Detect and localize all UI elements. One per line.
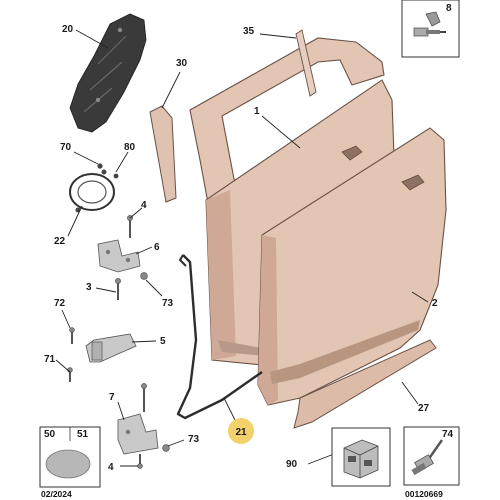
callout-70: 70 bbox=[60, 142, 72, 153]
inset-8-label: 8 bbox=[446, 3, 452, 14]
bolt-72 bbox=[69, 327, 75, 344]
adhesive-pad-icon bbox=[45, 449, 91, 479]
leader-lines bbox=[55, 29, 429, 467]
callout-4-lower: 4 bbox=[108, 462, 114, 473]
inset-box-90 bbox=[331, 427, 391, 487]
upper-hinge bbox=[97, 239, 141, 273]
inset-50-label: 50 bbox=[44, 429, 56, 440]
callout-labels: 35 1 2 27 30 20 70 80 22 4 6 3 73 72 5 7… bbox=[44, 24, 438, 473]
bolt-71 bbox=[67, 367, 73, 382]
connector-block-icon bbox=[343, 439, 379, 479]
footer-reference: 00120669 bbox=[405, 489, 443, 499]
callout-7: 7 bbox=[109, 392, 115, 403]
callout-22: 22 bbox=[54, 236, 66, 247]
bolt-4-lower bbox=[137, 454, 143, 469]
callout-27: 27 bbox=[418, 403, 430, 414]
callout-1: 1 bbox=[254, 106, 260, 117]
callout-35: 35 bbox=[243, 26, 255, 37]
pillar-trim bbox=[149, 105, 177, 203]
inset-box-50-51: 50 51 bbox=[39, 426, 101, 488]
callout-30: 30 bbox=[176, 58, 188, 69]
nut-73-upper bbox=[140, 272, 148, 280]
callout-20: 20 bbox=[62, 24, 74, 35]
callout-2: 2 bbox=[432, 298, 438, 309]
callout-73-upper: 73 bbox=[162, 298, 174, 309]
clip-70 bbox=[97, 163, 103, 169]
bolt-3 bbox=[115, 278, 121, 300]
callout-72: 72 bbox=[54, 298, 66, 309]
nut-73-lower bbox=[162, 444, 170, 452]
inset-74-label: 74 bbox=[442, 429, 454, 440]
speaker-ring bbox=[69, 169, 115, 213]
window-channel-strip bbox=[295, 29, 317, 97]
callout-4-upper: 4 bbox=[141, 200, 147, 211]
rivet-stud-icon bbox=[411, 439, 443, 476]
bolt-4-upper bbox=[127, 215, 133, 238]
footer-date: 02/2024 bbox=[41, 489, 72, 499]
window-regulator-module bbox=[69, 13, 147, 133]
callout-71: 71 bbox=[44, 354, 56, 365]
callout-3: 3 bbox=[86, 282, 92, 293]
callout-73-lower: 73 bbox=[188, 434, 200, 445]
sill-moulding bbox=[293, 339, 437, 429]
clip-80 bbox=[113, 173, 119, 179]
callout-21: 21 bbox=[235, 427, 247, 438]
lower-hinge bbox=[117, 413, 159, 455]
clip-fastener-icon bbox=[413, 11, 446, 37]
door-check-strap bbox=[85, 333, 137, 363]
callout-90: 90 bbox=[286, 459, 298, 470]
door-seal bbox=[176, 254, 263, 420]
inset-box-8: 8 bbox=[401, 0, 460, 58]
bolt-lower-vertical bbox=[141, 383, 147, 412]
inset-51-label: 51 bbox=[77, 429, 89, 440]
door-outer-skin bbox=[257, 127, 447, 406]
callout-21-highlight: 21 bbox=[228, 418, 254, 444]
callout-80: 80 bbox=[124, 142, 136, 153]
callout-5: 5 bbox=[160, 336, 166, 347]
inset-box-74: 74 bbox=[403, 426, 460, 486]
callout-6: 6 bbox=[154, 242, 160, 253]
